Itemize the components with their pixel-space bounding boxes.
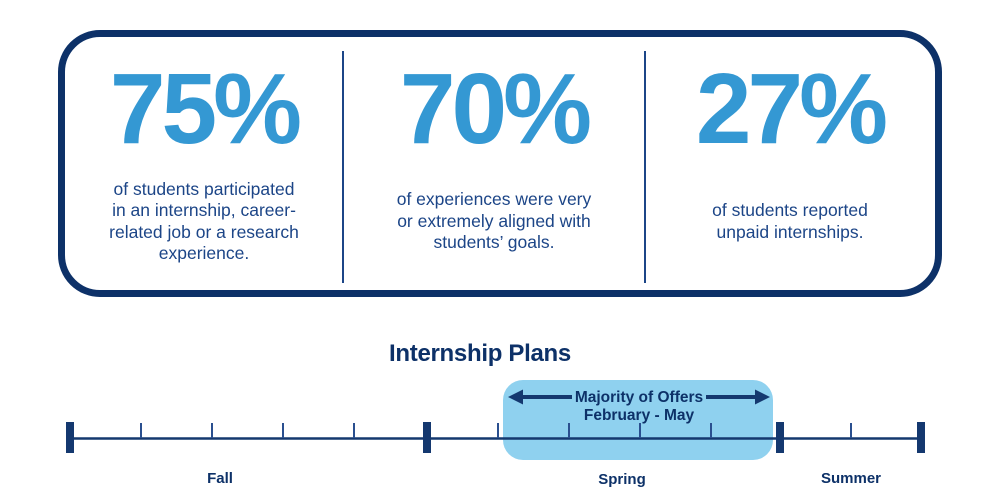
stats-card: 75% of students participated in an inter… [58, 30, 942, 297]
annotation-line1: Majority of Offers [575, 389, 703, 406]
stat-caption-line: unpaid internships. [716, 221, 864, 242]
season-label-fall: Fall [207, 470, 233, 487]
stat-caption: of students reported unpaid internships. [712, 165, 868, 290]
stat-panel-unpaid: 27% of students reported unpaid internsh… [645, 37, 935, 290]
arrow-left-icon [508, 389, 572, 405]
timeline-title: Internship Plans [389, 340, 571, 367]
highlight-region [503, 380, 773, 460]
stat-value: 75% [109, 53, 302, 165]
stat-value: 27% [695, 53, 888, 165]
arrow-right-icon [706, 389, 770, 405]
annotation-line2: February - May [584, 407, 695, 424]
stat-caption-line: students’ goals. [433, 232, 555, 253]
panel-divider [644, 51, 646, 283]
stat-panel-alignment: 70% of experiences were very or extremel… [343, 37, 645, 290]
stat-caption-line: of students participated [113, 178, 295, 199]
stat-caption-line: related job or a research [109, 221, 299, 242]
stat-panel-participation: 75% of students participated in an inter… [65, 37, 343, 290]
season-label-spring: Spring [598, 471, 646, 488]
stat-caption: of students participated in an internshi… [109, 165, 299, 290]
season-label-summer: Summer [821, 470, 881, 487]
stat-value: 70% [399, 53, 592, 165]
panel-divider [342, 51, 344, 283]
stat-caption-line: of students reported [712, 200, 868, 220]
stat-caption-line: or extremely aligned with [397, 210, 591, 231]
stat-caption-line: in an internship, career- [112, 200, 296, 220]
stat-caption: of experiences were very or extremely al… [397, 165, 592, 290]
stat-caption-line: of experiences were very [396, 189, 592, 210]
stat-caption-line: experience. [158, 243, 250, 263]
major-ticks [66, 422, 925, 453]
internship-timeline: Majority of Offers February - May Fall S… [66, 380, 925, 488]
minor-ticks [140, 423, 852, 438]
